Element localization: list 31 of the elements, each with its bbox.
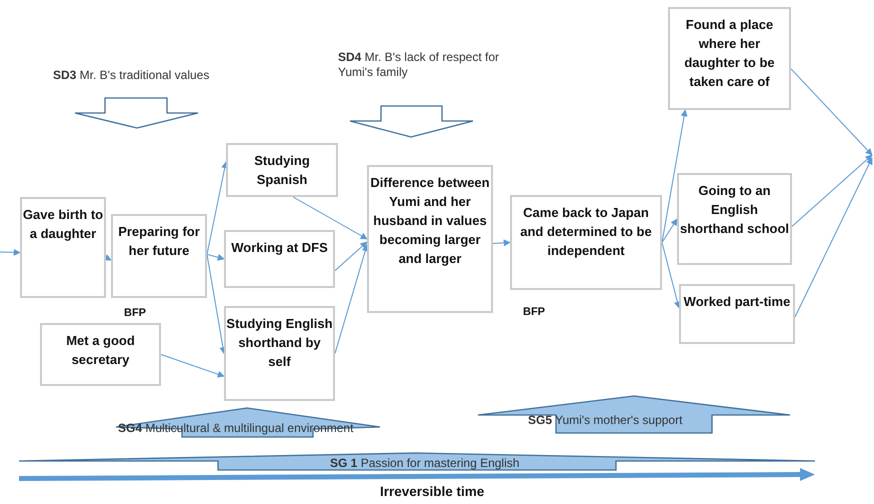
arrow-label: SG 1 Passion for mastering English <box>330 456 520 471</box>
arrow-label: SG5 Yumi's mother's support <box>528 413 682 428</box>
process-box: Studying Spanish <box>226 143 338 197</box>
process-box: Worked part-time <box>679 284 795 344</box>
arrow <box>206 254 225 261</box>
note-label: BFP <box>523 305 545 320</box>
arrow <box>206 161 228 255</box>
process-box: Met a good secretary <box>40 323 161 386</box>
process-box: Came back to Japan and determined to be independent <box>510 195 662 290</box>
factor-label: SD3 Mr. B's traditional values <box>53 68 210 83</box>
arrow <box>792 154 873 227</box>
process-box: Studying English shorthand by self <box>224 306 335 401</box>
process-box: Found a place where her daughter to be taken care of <box>668 7 791 110</box>
process-box: Going to an English shorthand school <box>677 173 792 265</box>
arrow <box>160 354 225 378</box>
arrow <box>662 218 678 243</box>
arrow <box>790 68 872 156</box>
note-label: BFP <box>124 306 146 321</box>
arrow <box>334 241 368 272</box>
process-box: Gave birth to a daughter <box>20 197 106 298</box>
arrow <box>492 239 511 246</box>
arrow <box>662 242 681 309</box>
process-box: Difference between Yumi and her husband in values becoming larger and larger <box>367 165 493 313</box>
process-box: Preparing for her future <box>111 214 207 298</box>
arrow <box>334 244 369 354</box>
arrow <box>794 157 872 318</box>
factor-label: SD4 Mr. B's lack of respect for Yumi's family <box>338 50 500 80</box>
process-box: Working at DFS <box>224 230 335 288</box>
arrow <box>0 248 21 256</box>
axis-label: Irreversible time <box>380 484 484 499</box>
arrow <box>292 196 368 240</box>
